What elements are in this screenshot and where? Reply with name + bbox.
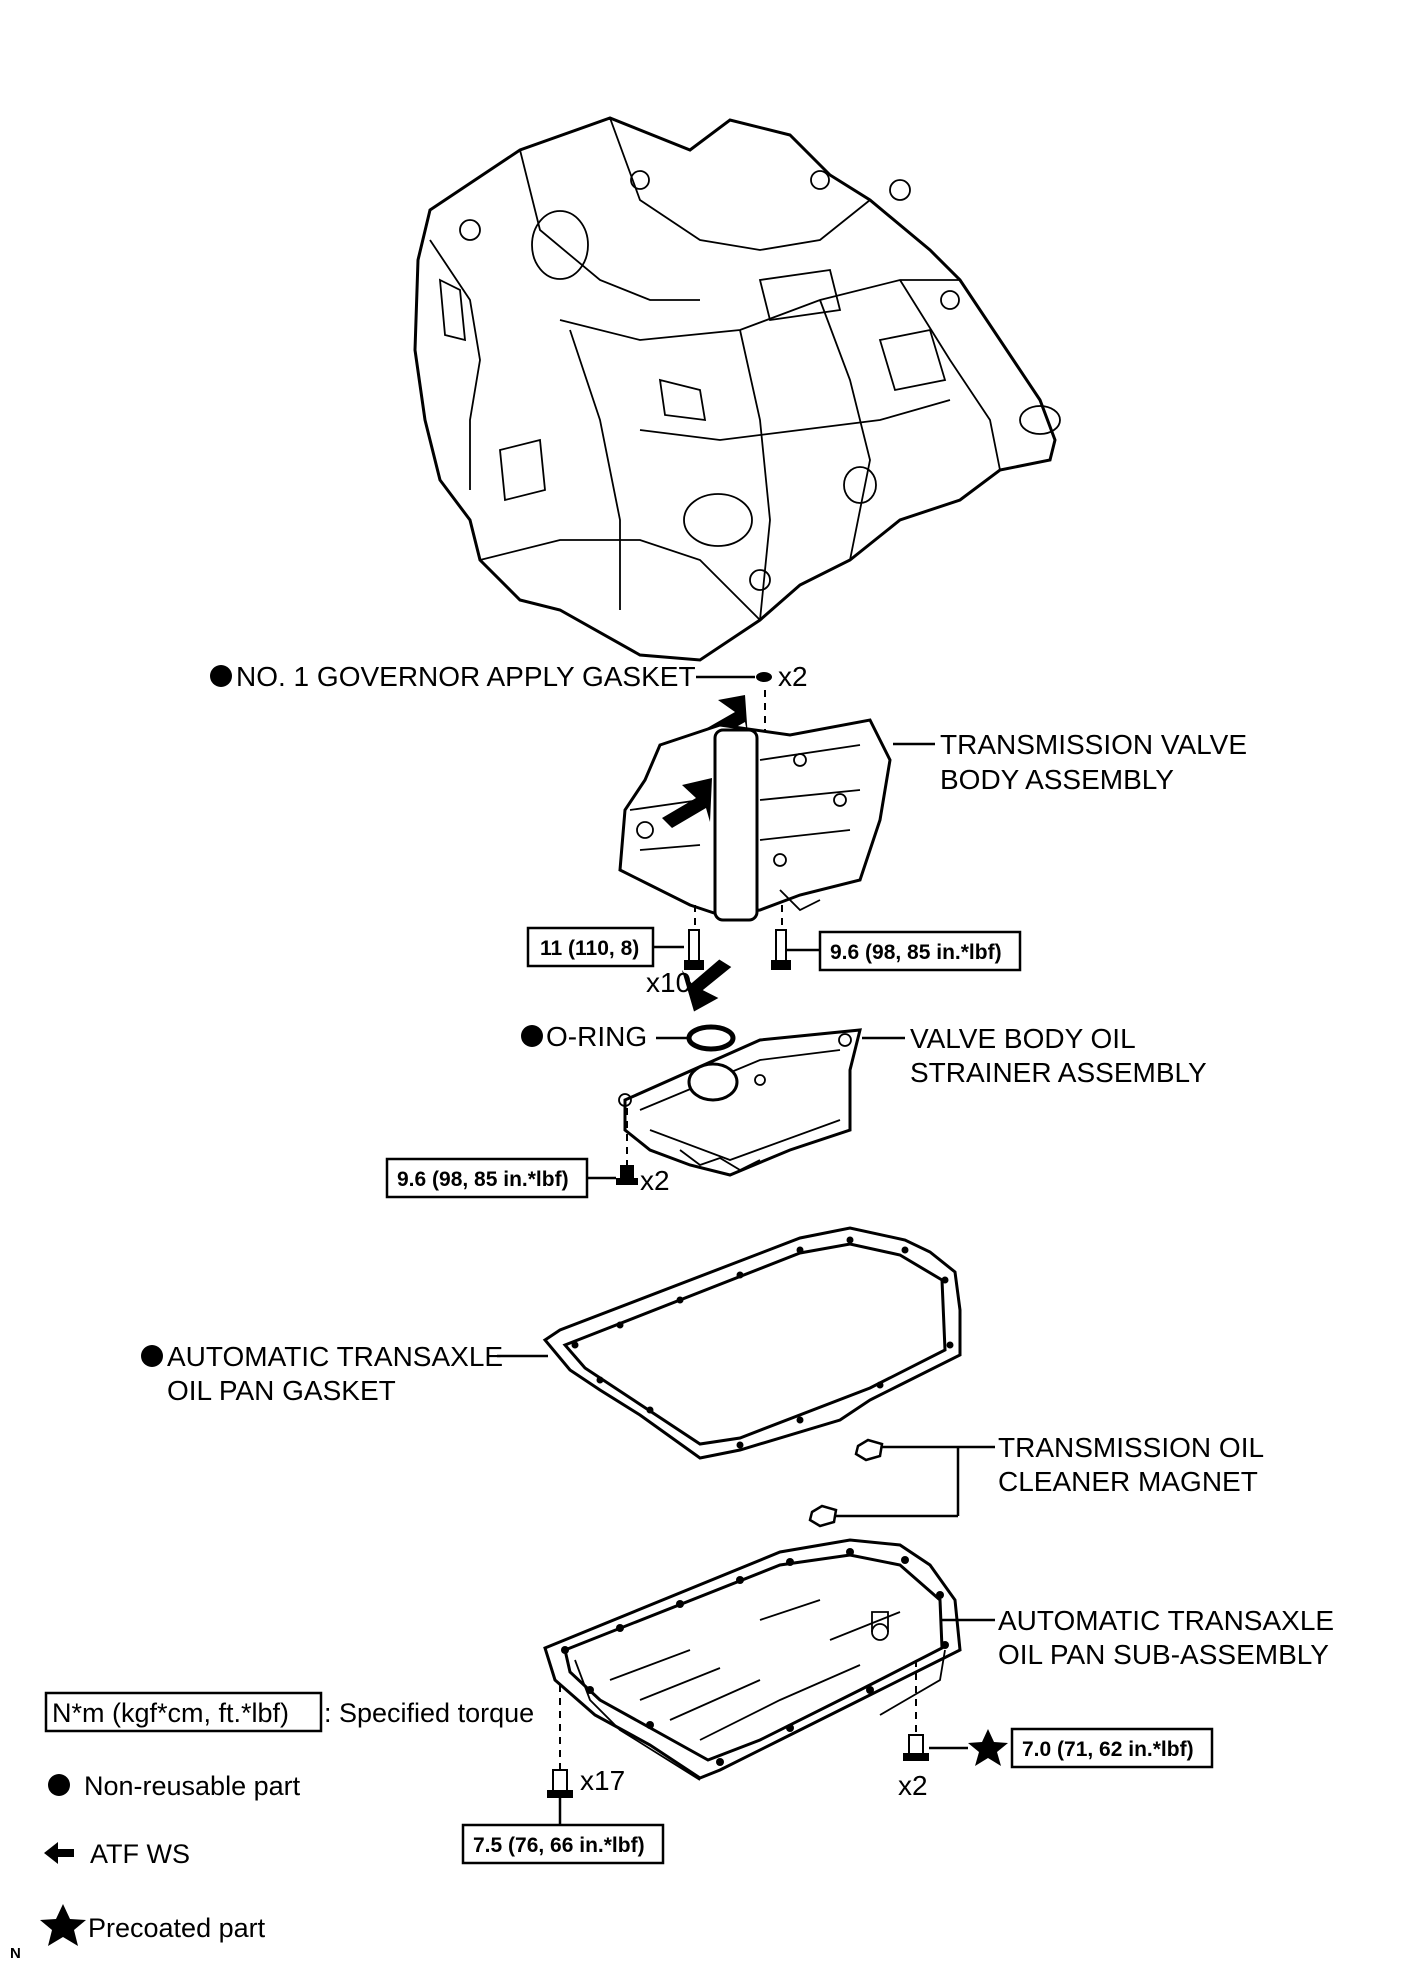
valve-body-label-2: BODY ASSEMBLY: [940, 764, 1174, 795]
atf-arrow-o-ring: [681, 959, 732, 1012]
legend-torque-box: [44, 1691, 323, 1733]
oil-pan-bolt-right: [903, 1734, 929, 1761]
valve-body-bolt-right: [771, 929, 791, 970]
oil-pan-bolt-bottom: [547, 1769, 573, 1798]
torque-strainer: 9.6 (98, 85 in.*lbf): [397, 1168, 569, 1191]
legend: N*m (kgf*cm, ft.*lbf) : Specified torque…: [40, 1691, 534, 1946]
legend-torque-desc: : Specified torque: [324, 1698, 534, 1728]
legend-non-reusable-icon: [48, 1774, 70, 1796]
strainer-label-2: STRAINER ASSEMBLY: [910, 1057, 1207, 1088]
oil-pan-gasket-label-2: OIL PAN GASKET: [167, 1375, 396, 1406]
strainer-qty: x2: [640, 1165, 670, 1196]
precoated-star-pan: [968, 1729, 1008, 1766]
oil-pan-gasket-illustration: [542, 1226, 962, 1460]
pan-right-qty: x2: [898, 1770, 928, 1801]
torque-pan-bottom: 7.5 (76, 66 in.*lbf): [473, 1834, 645, 1857]
legend-precoated-star-icon: [40, 1904, 86, 1946]
legend-atf-arrow-icon: [44, 1842, 74, 1864]
magnet-label-1: TRANSMISSION OIL: [998, 1432, 1264, 1463]
valve-body-label-1: TRANSMISSION VALVE: [940, 729, 1247, 760]
oil-pan-illustration: [543, 1538, 962, 1781]
legend-non-reusable: Non-reusable part: [84, 1771, 301, 1801]
torque-box-pan-right: [1010, 1727, 1214, 1769]
o-ring-part: [686, 1024, 736, 1052]
pan-bottom-qty: x17: [580, 1765, 625, 1796]
oil-pan-label-2: OIL PAN SUB-ASSEMBLY: [998, 1639, 1329, 1670]
non-reusable-marker-o-ring: [521, 1025, 543, 1047]
magnet-part-1: [854, 1438, 884, 1462]
valve-body-left-qty: x10: [646, 967, 691, 998]
torque-pan-right: 7.0 (71, 62 in.*lbf): [1022, 1738, 1194, 1761]
magnet-label-2: CLEANER MAGNET: [998, 1466, 1258, 1497]
strainer-illustration: [618, 1028, 862, 1177]
torque-box-valve-body-left: [526, 926, 655, 968]
torque-box-pan-bottom: [461, 1823, 665, 1865]
torque-box-valve-body-right: [818, 930, 1022, 972]
corner-mark: N: [10, 1945, 21, 1962]
strainer-label-1: VALVE BODY OIL: [910, 1023, 1136, 1054]
oil-pan-gasket-label-1: AUTOMATIC TRANSAXLE: [167, 1341, 503, 1372]
governor-gasket-label: NO. 1 GOVERNOR APPLY GASKET: [236, 661, 696, 692]
transaxle-case-illustration: [413, 116, 1061, 662]
legend-torque-units: N*m (kgf*cm, ft.*lbf): [52, 1698, 289, 1728]
strainer-bolt: [616, 1165, 638, 1185]
magnet-part-2: [808, 1504, 838, 1528]
non-reusable-marker-gasket: [141, 1345, 163, 1367]
torque-valve-body-left: 11 (110, 8): [540, 937, 639, 960]
o-ring-label: O-RING: [546, 1021, 647, 1052]
valve-body-illustration: [618, 718, 892, 922]
atf-arrow-valve-body: [662, 778, 712, 828]
non-reusable-marker-governor: [210, 665, 232, 687]
legend-atf: ATF WS: [90, 1839, 190, 1869]
governor-gasket-part: [756, 672, 772, 682]
governor-gasket-qty: x2: [778, 661, 808, 692]
oil-pan-label-1: AUTOMATIC TRANSAXLE: [998, 1605, 1334, 1636]
torque-valve-body-right: 9.6 (98, 85 in.*lbf): [830, 941, 1002, 964]
valve-body-bolt-left: [684, 929, 704, 970]
legend-precoated: Precoated part: [88, 1913, 266, 1943]
